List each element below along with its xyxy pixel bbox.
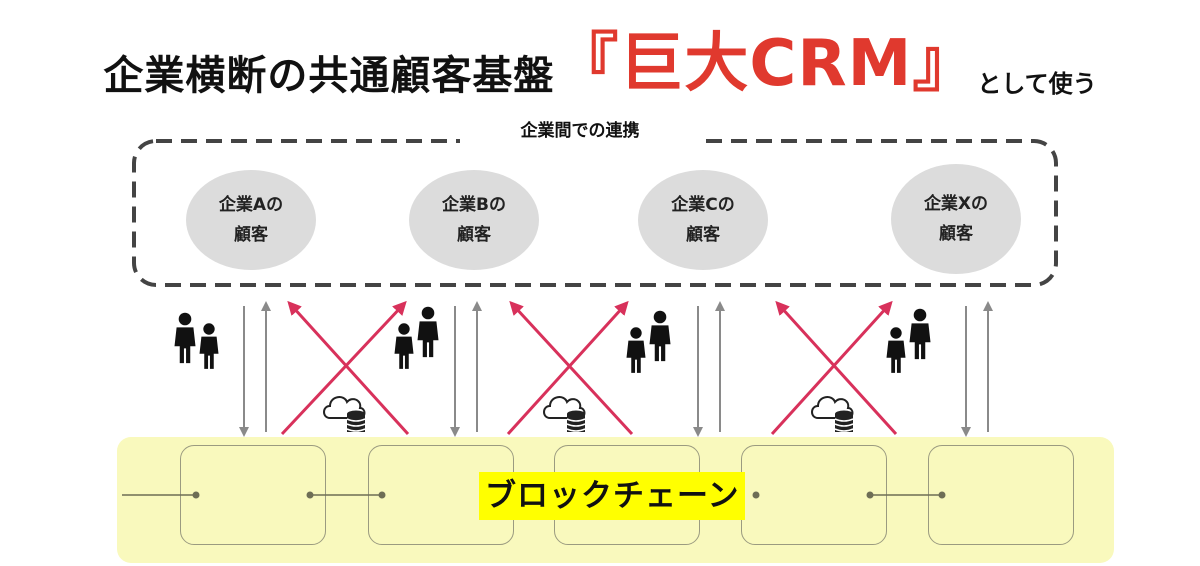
customer-c-line2: 顧客 bbox=[686, 225, 720, 245]
cross-arrow-ab-1 bbox=[280, 300, 407, 436]
title-sub: として使う bbox=[977, 70, 1097, 98]
customer-b-line1: 企業Bの bbox=[442, 195, 506, 215]
chain-node bbox=[938, 491, 946, 499]
customer-bubble-c: 企業Cの 顧客 bbox=[638, 170, 768, 270]
chain-node bbox=[378, 491, 386, 499]
title-main: 企業横断の共通顧客基盤 bbox=[103, 53, 555, 99]
page-title: 企業横断の共通顧客基盤 『巨大CRM』 として使う bbox=[0, 14, 1200, 104]
customer-bubble-x: 企業Xの 顧客 bbox=[891, 164, 1021, 274]
chain-node bbox=[866, 491, 874, 499]
chain-node bbox=[192, 491, 200, 499]
cross-arrow-cx-2 bbox=[775, 300, 898, 436]
customer-x-line2: 顧客 bbox=[939, 224, 973, 244]
customer-a-line2: 顧客 bbox=[234, 225, 268, 245]
customer-x-line1: 企業Xの bbox=[923, 194, 989, 214]
group-label: 企業間での連携 bbox=[460, 116, 700, 146]
cross-arrow-bc-2 bbox=[509, 300, 634, 436]
title-accent: 『巨大CRM』 bbox=[554, 27, 978, 101]
customer-c-line1: 企業Cの bbox=[671, 195, 735, 215]
customer-b-line2: 顧客 bbox=[457, 225, 491, 245]
chain-node bbox=[752, 491, 760, 499]
cross-arrow-cx-1 bbox=[770, 300, 893, 436]
cross-arrow-bc-1 bbox=[506, 300, 629, 436]
chain-node bbox=[306, 491, 314, 499]
customer-a-line1: 企業Aの bbox=[218, 195, 284, 215]
customer-bubble-b: 企業Bの 顧客 bbox=[409, 170, 539, 270]
cross-arrow-ab-2 bbox=[287, 300, 410, 436]
blockchain-label: ブロックチェーン bbox=[479, 472, 746, 520]
customer-bubble-a: 企業Aの 顧客 bbox=[186, 170, 316, 270]
